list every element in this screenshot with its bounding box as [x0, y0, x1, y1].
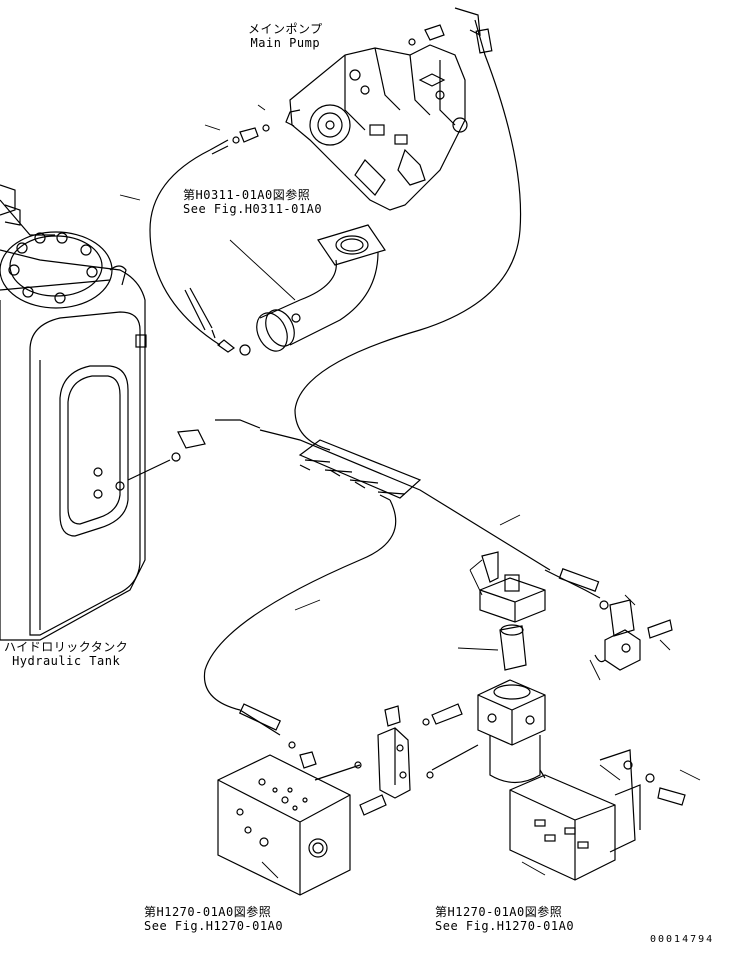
main-pump-label-en: Main Pump — [250, 36, 321, 50]
ref-h0311-en: See Fig.H0311-01A0 — [183, 202, 323, 216]
main-pump-label-jp: メインポンプ — [248, 22, 323, 36]
filter-assembly — [477, 551, 546, 784]
hydraulic-tank-label: ハイドロリックタンク Hydraulic Tank — [4, 640, 128, 668]
ref-h1270-left-label: 第H1270-01A0図参照 See Fig.H1270-01A0 — [144, 905, 283, 933]
pump-hoses — [149, 124, 270, 356]
junction-block — [314, 703, 479, 816]
hydraulic-tank-jp: ハイドロリックタンク — [4, 640, 129, 654]
manifold-block — [217, 754, 351, 896]
clamps — [298, 439, 422, 501]
main-pump-label: メインポンプ Main Pump — [248, 22, 323, 50]
ref-h1270-right-jp: 第H1270-01A0図参照 — [435, 905, 563, 919]
return-hose — [294, 7, 522, 451]
ref-h1270-right-label: 第H1270-01A0図参照 See Fig.H1270-01A0 — [435, 905, 574, 933]
leader-lines — [119, 104, 701, 879]
filter-bracket — [509, 749, 686, 881]
hoses-lower — [127, 419, 609, 769]
hydraulic-tank-en: Hydraulic Tank — [12, 654, 121, 668]
ref-h1270-left-en: See Fig.H1270-01A0 — [144, 919, 284, 933]
solenoid-valve — [594, 599, 673, 671]
suction-pipe — [256, 224, 386, 352]
drawing-number: 00014794 — [650, 934, 715, 945]
main-pump — [285, 44, 468, 211]
ref-h0311-jp: 第H0311-01A0図参照 — [183, 188, 311, 202]
ref-h1270-left-jp: 第H1270-01A0図参照 — [144, 905, 272, 919]
hydraulic-tank — [0, 184, 147, 641]
ref-h0311-label: 第H0311-01A0図参照 See Fig.H0311-01A0 — [183, 188, 322, 216]
ref-h1270-right-en: See Fig.H1270-01A0 — [435, 919, 575, 933]
